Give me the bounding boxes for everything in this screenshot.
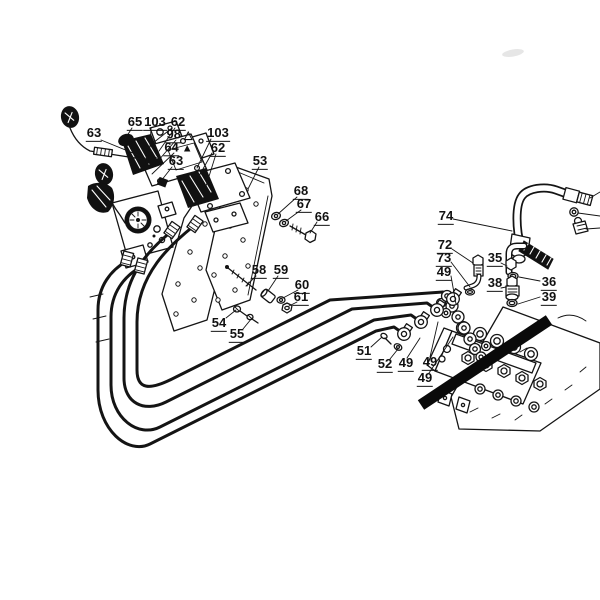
part-callout-39: 39 xyxy=(540,288,558,306)
scan-smudge xyxy=(502,49,524,57)
part-number: 49 xyxy=(416,369,434,387)
part-number: 67 xyxy=(295,195,313,213)
part-number: 35 xyxy=(486,249,504,267)
part-number: 54 xyxy=(210,314,228,332)
part-callout-53: 53 xyxy=(251,152,269,170)
filled-triangle-icon: ▲ xyxy=(181,142,193,155)
part-callout-38: 38 xyxy=(486,274,504,292)
part-number: 59 xyxy=(272,261,290,279)
part-number: 36 xyxy=(540,273,558,291)
control-valve-block xyxy=(426,306,600,432)
control-lever-assembly xyxy=(60,106,251,269)
part-number: 53 xyxy=(251,152,269,170)
part-callout-62: 62 xyxy=(209,139,227,157)
part-callout-49: 49 xyxy=(421,353,439,371)
part-callout-63: 63 xyxy=(85,124,103,142)
part-callout-49: 49 xyxy=(397,354,415,372)
part-callout-52: 52 xyxy=(376,355,394,373)
part-callout-73: 73 xyxy=(435,249,453,267)
part-number: 58 xyxy=(250,261,268,279)
part-callout-49: 49 xyxy=(416,369,434,387)
part-callout-103: 103 xyxy=(206,124,230,142)
part-callout-35: 35 xyxy=(486,249,504,267)
part-number: 63 xyxy=(167,152,185,170)
part-number: 65 xyxy=(126,113,144,131)
part-number: 103 xyxy=(143,113,167,131)
part-number: 39 xyxy=(540,288,558,306)
part-callout-63: 63 xyxy=(167,152,185,170)
part-callout-103: 103 xyxy=(143,113,167,131)
part-callout-65: 65 xyxy=(126,113,144,131)
part-number: 49 xyxy=(435,263,453,281)
part-number: 38 xyxy=(486,274,504,292)
main-pressure-hose xyxy=(417,315,553,410)
part-callout-55: 55 xyxy=(228,325,246,343)
part-callout-61: 61 xyxy=(292,288,310,306)
part-number: 63 xyxy=(85,124,103,142)
part-callout-59: 59 xyxy=(272,261,290,279)
part-callout-66: 66 xyxy=(313,208,331,226)
plate-fasteners xyxy=(225,211,317,324)
part-callout-98: 98△ xyxy=(165,126,193,144)
elbow-hose-assembly xyxy=(505,240,554,308)
part-number: 52 xyxy=(376,355,394,373)
part-callout-68: 68 xyxy=(292,182,310,200)
part-number: 73 xyxy=(435,249,453,267)
part-number: 49 xyxy=(421,353,439,371)
part-callout-60: 60 xyxy=(293,276,311,294)
part-callout-72: 72 xyxy=(436,236,454,254)
hollow-triangle-icon: △ xyxy=(184,129,193,142)
part-number: 61 xyxy=(292,288,310,306)
part-number: 103 xyxy=(206,124,230,142)
part-callout-67: 67 xyxy=(295,195,313,213)
part-number: 49 xyxy=(397,354,415,372)
hydraulic-pipes xyxy=(89,223,455,449)
part-number: 98 xyxy=(165,126,182,144)
part-number: 74 xyxy=(437,207,455,225)
part-callout-51: 51 xyxy=(355,342,373,360)
pipe-sleeves xyxy=(119,214,204,275)
part-number: 62 xyxy=(209,139,227,157)
leader-lines xyxy=(100,127,600,374)
part-number: 66 xyxy=(313,208,331,226)
part-callout-74: 74 xyxy=(437,207,455,225)
part-callout-62: 62 xyxy=(169,113,187,131)
part-callout-58: 58 xyxy=(250,261,268,279)
part-number: 55 xyxy=(228,325,246,343)
part-number: 60 xyxy=(293,276,311,294)
pipe-end-fittings xyxy=(380,288,463,351)
part-callout-49: 49 xyxy=(435,263,453,281)
nipple-fitting-assembly xyxy=(463,254,484,296)
part-number: 68 xyxy=(292,182,310,200)
part-number: 72 xyxy=(436,236,454,254)
part-number: 62 xyxy=(169,113,187,131)
part-number: 51 xyxy=(355,342,373,360)
part-number: 64 xyxy=(163,139,180,157)
part-callout-64: 64▲ xyxy=(163,139,193,157)
part-callout-36: 36 xyxy=(540,273,558,291)
part-callout-54: 54 xyxy=(210,314,228,332)
